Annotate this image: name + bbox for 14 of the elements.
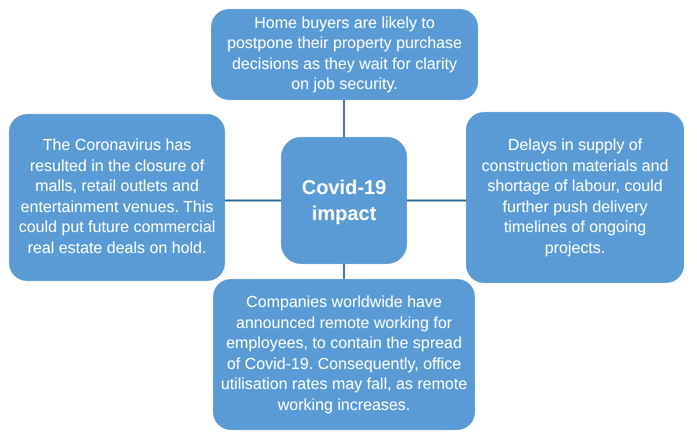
impact-text: Delays in supply of construction materials and shortage of labour, could further push delivery timelines of ongoing projects. bbox=[480, 136, 670, 258]
impact-box bbox=[213, 279, 475, 430]
connector-line bbox=[407, 200, 466, 202]
central-topic-box bbox=[281, 137, 407, 264]
impact-box bbox=[466, 112, 684, 283]
impact-box bbox=[9, 114, 225, 281]
connector-line bbox=[225, 200, 281, 202]
impact-box bbox=[211, 9, 478, 100]
connector-line bbox=[343, 100, 345, 137]
impact-text: Home buyers are likely to postpone their property purchase decisions as they wait for clarity on job security. bbox=[226, 14, 463, 95]
topic-title: Covid-19 impact bbox=[300, 176, 388, 226]
connector-line bbox=[343, 264, 345, 279]
impact-text: The Coronavirus has resulted in the closure of malls, retail outlets and entertainment venues. This could put future commercial real estate deals on hold. bbox=[18, 136, 216, 258]
impact-text: Companies worldwide have announced remote working for employees, to contain the spread of Covid-19. Consequently, office utilisation rates may fall, as remote working increases. bbox=[220, 293, 468, 416]
